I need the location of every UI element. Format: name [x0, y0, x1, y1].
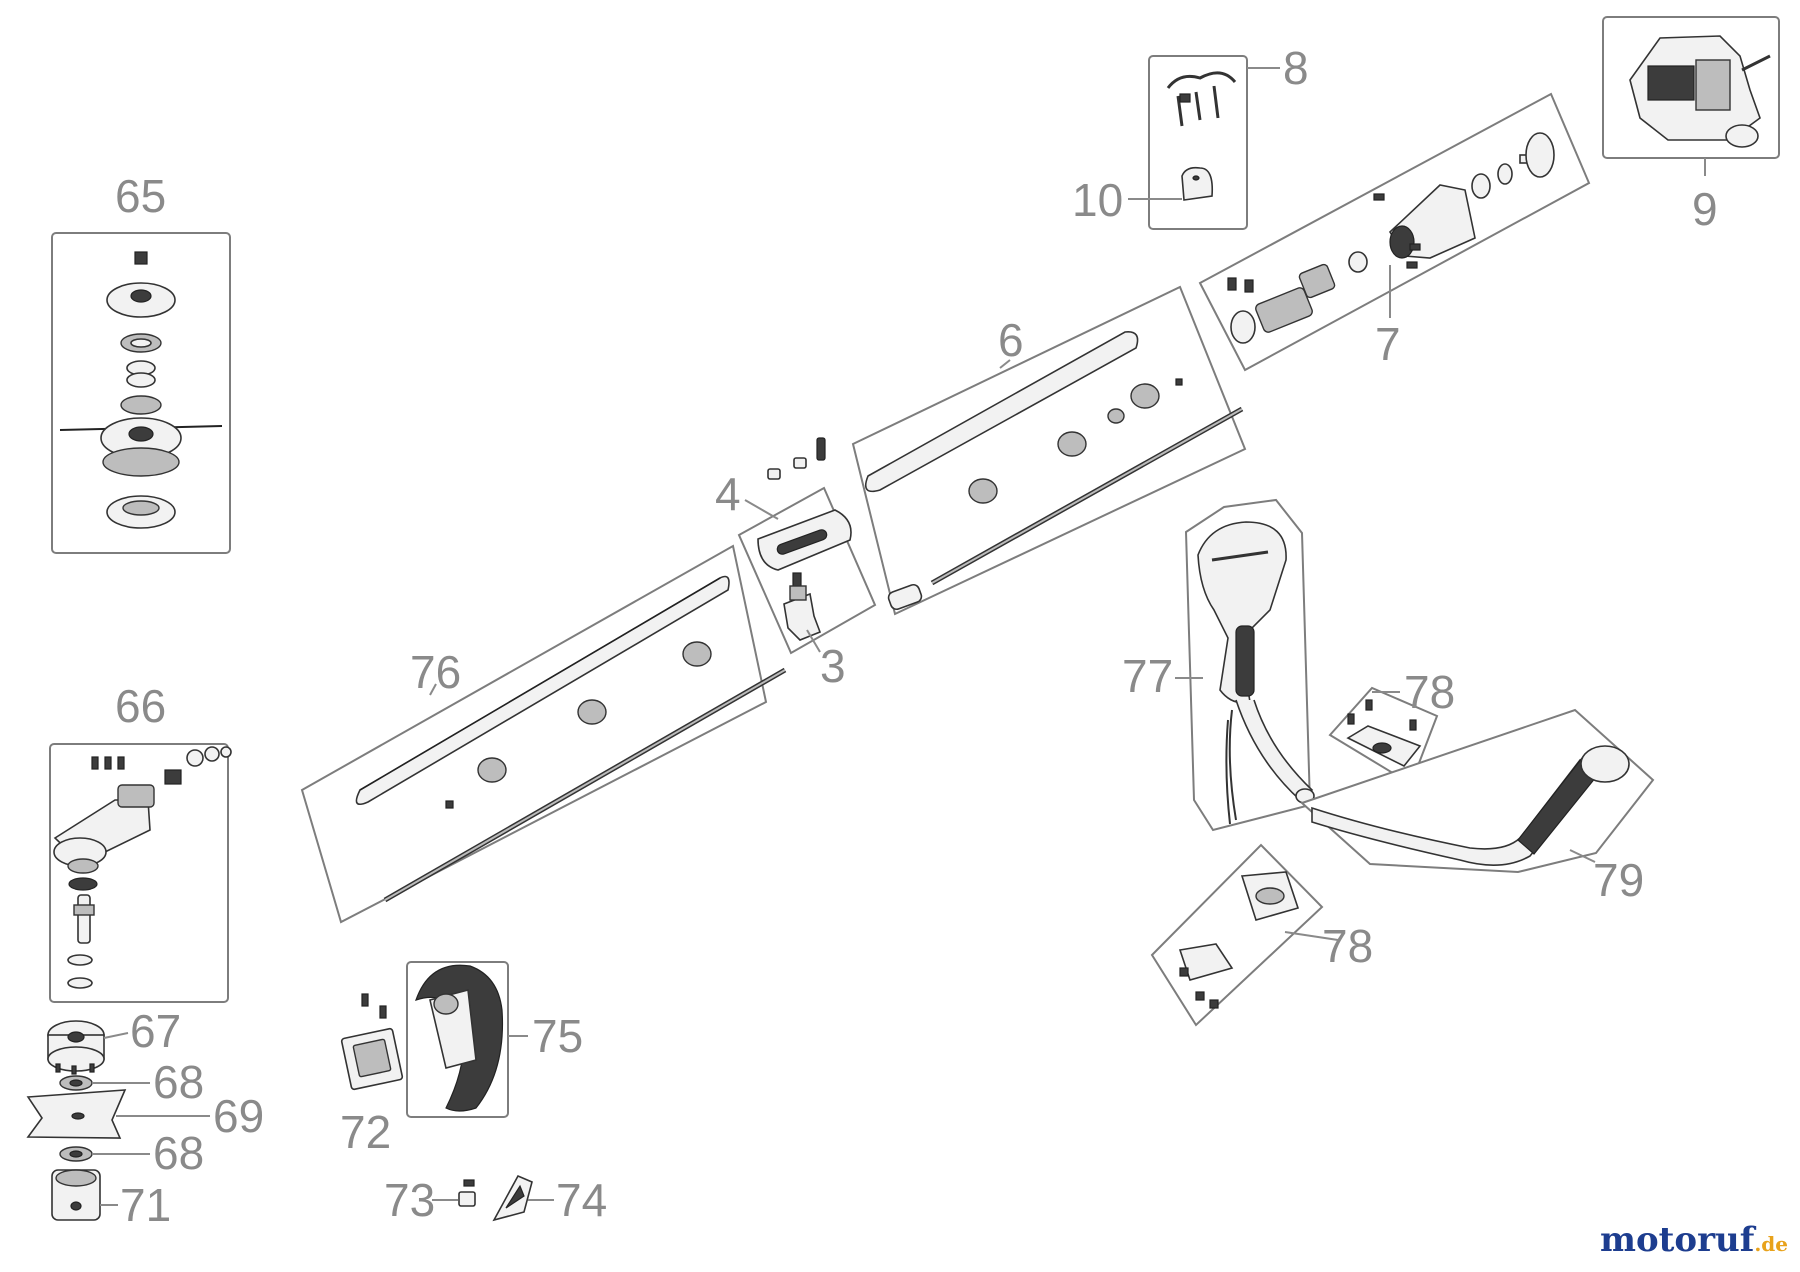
part-label-68-upper: 68: [153, 1056, 204, 1108]
part-label-73: 73: [384, 1174, 435, 1226]
part-label-4: 4: [715, 468, 741, 520]
part-label-3: 3: [820, 640, 846, 692]
part-label-71: 71: [120, 1179, 171, 1231]
group-9-engine: 9: [1602, 16, 1780, 235]
group-73-74-clip: 73 74: [384, 1174, 607, 1226]
part-label-69: 69: [213, 1090, 264, 1142]
part-label-8: 8: [1283, 42, 1309, 94]
group-7-clutch-housing: 7: [1198, 92, 1591, 372]
group-78-lower-clamp: 78: [1150, 843, 1373, 1027]
part-label-65: 65: [115, 170, 166, 222]
group-77-rear-handle: 77: [1122, 498, 1315, 832]
part-label-72: 72: [340, 1106, 391, 1158]
part-label-77: 77: [1122, 650, 1173, 702]
part-label-68-lower: 68: [153, 1127, 204, 1179]
part-label-76: 76: [410, 646, 461, 698]
group-78-upper-clamp: 78: [1328, 666, 1455, 786]
watermark-logo: motoruf.de: [1600, 1220, 1788, 1260]
group-66-gear-head: 66: [49, 680, 232, 1003]
watermark-suffix: .de: [1754, 1232, 1788, 1256]
group-8-10-harness: 8 10: [1072, 42, 1309, 230]
group-79-loop-handle: 79: [1300, 708, 1655, 906]
part-label-79: 79: [1593, 854, 1644, 906]
watermark-text: motoruf: [1600, 1220, 1755, 1260]
group-65-trimmer-head: 65: [51, 170, 231, 554]
group-6-shaft: 6: [851, 285, 1247, 616]
part-label-10: 10: [1072, 174, 1123, 226]
part-label-78-upper: 78: [1404, 666, 1455, 718]
group-76-shaft: 76: [300, 544, 787, 924]
part-label-66: 66: [115, 680, 166, 732]
part-label-67: 67: [130, 1005, 181, 1057]
part-label-75: 75: [532, 1010, 583, 1062]
part-label-78-lower: 78: [1322, 920, 1373, 972]
part-label-9: 9: [1692, 183, 1718, 235]
part-label-74: 74: [556, 1174, 607, 1226]
group-67-71-blade-parts: 67 68 69 68 71: [26, 1005, 264, 1231]
group-4-coupling: 4 3: [715, 437, 906, 692]
part-label-6: 6: [998, 314, 1024, 366]
group-75-72-guard: 75 72: [340, 961, 583, 1158]
part-label-7: 7: [1375, 318, 1401, 370]
